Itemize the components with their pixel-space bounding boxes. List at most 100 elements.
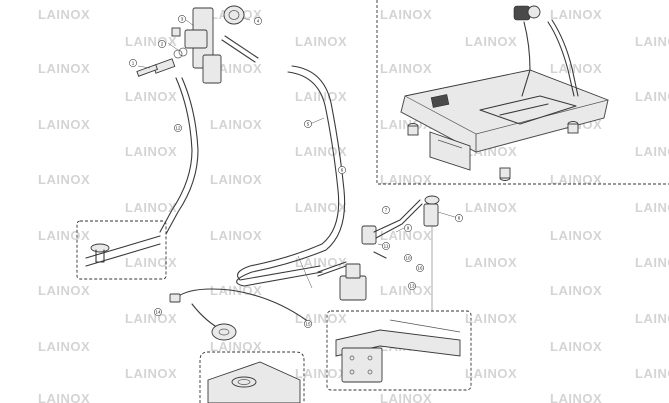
callout-c14: 14 — [154, 308, 162, 316]
callout-label: 1 — [132, 61, 135, 66]
watermark-text: LAINOX — [125, 89, 177, 104]
watermark-text: LAINOX — [210, 339, 262, 354]
callout-label: 14 — [155, 310, 161, 315]
watermark-text: LAINOX — [380, 391, 432, 403]
watermark-text: LAINOX — [38, 61, 90, 76]
callout-c7: 7 — [382, 206, 390, 214]
callout-c3: 3 — [178, 15, 186, 23]
watermark-text: LAINOX — [295, 366, 347, 381]
callout-c8: 8 — [455, 214, 463, 222]
callout-label: 9 — [407, 226, 410, 231]
watermark-text: LAINOX — [210, 117, 262, 132]
watermark-text: LAINOX — [380, 61, 432, 76]
watermark-text: LAINOX — [635, 200, 669, 215]
watermark-text: LAINOX — [550, 7, 602, 22]
hose-loop — [237, 71, 340, 281]
left-detail-parts — [85, 235, 161, 267]
callout-label: 7 — [385, 208, 388, 213]
callout-label: 8 — [458, 216, 461, 221]
callout-label: 10 — [405, 256, 411, 261]
callout-c10: 10 — [404, 254, 412, 262]
watermark-text: LAINOX — [125, 34, 177, 49]
watermark-text: LAINOX — [295, 311, 347, 326]
watermark-text: LAINOX — [38, 391, 90, 403]
callout-label: 4 — [257, 19, 260, 24]
callout-c16: 16 — [416, 264, 424, 272]
watermark-text: LAINOX — [550, 283, 602, 298]
callout-c4: 4 — [254, 17, 262, 25]
watermark-text: LAINOX — [635, 144, 669, 159]
watermark-text: LAINOX — [125, 366, 177, 381]
callout-c2: 2 — [158, 40, 166, 48]
detail-frame-left — [76, 220, 167, 280]
watermark-text: LAINOX — [635, 311, 669, 326]
watermark-text: LAINOX — [380, 228, 432, 243]
detail-frame-bottom-left — [199, 351, 305, 403]
callout-c15: 15 — [304, 320, 312, 328]
watermark-text: LAINOX — [465, 366, 517, 381]
watermark-text: LAINOX — [295, 89, 347, 104]
callout-label: 16 — [417, 266, 423, 271]
bottom-left-detail-parts — [207, 361, 301, 403]
callout-label: 6 — [341, 168, 344, 173]
watermark-text: LAINOX — [38, 339, 90, 354]
hose-loop-outer — [236, 65, 346, 287]
leader-lines — [137, 17, 459, 311]
watermark-text: LAINOX — [38, 283, 90, 298]
watermark-text: LAINOX — [465, 34, 517, 49]
callout-c13: 13 — [408, 282, 416, 290]
callout-label: 13 — [409, 284, 415, 289]
watermark-text: LAINOX — [465, 255, 517, 270]
watermark-text: LAINOX — [210, 61, 262, 76]
watermark-text: LAINOX — [635, 366, 669, 381]
watermark-text: LAINOX — [465, 200, 517, 215]
watermark-text: LAINOX — [125, 255, 177, 270]
watermark-text: LAINOX — [550, 61, 602, 76]
watermark-text: LAINOX — [295, 200, 347, 215]
watermark-text: LAINOX — [635, 255, 669, 270]
watermark-text: LAINOX — [295, 255, 347, 270]
watermark-text: LAINOX — [125, 311, 177, 326]
callout-label: 3 — [181, 17, 184, 22]
watermark-text: LAINOX — [210, 228, 262, 243]
watermark-text: LAINOX — [465, 311, 517, 326]
watermark-text: LAINOX — [635, 89, 669, 104]
watermark-text: LAINOX — [125, 200, 177, 215]
watermark-text: LAINOX — [210, 172, 262, 187]
callout-label: 5 — [307, 122, 310, 127]
watermark-text: LAINOX — [38, 117, 90, 132]
watermark-text: LAINOX — [550, 228, 602, 243]
watermark-text: LAINOX — [38, 7, 90, 22]
callout-label: 11 — [384, 244, 389, 249]
bottom-right-detail-parts — [335, 319, 461, 383]
detail-frame-assembly — [376, 0, 669, 185]
oven-base-assembly — [400, 5, 609, 181]
callout-label: 15 — [305, 322, 311, 327]
watermark-text: LAINOX — [635, 34, 669, 49]
watermark-text: LAINOX — [38, 172, 90, 187]
watermark-text: LAINOX — [380, 7, 432, 22]
callout-c11: 11 — [382, 242, 390, 250]
callout-c1: 1 — [129, 59, 137, 67]
watermark-text: LAINOX — [295, 34, 347, 49]
callout-c12: 12 — [174, 124, 182, 132]
watermark-text: LAINOX — [38, 228, 90, 243]
watermark-text: LAINOX — [550, 339, 602, 354]
watermark-text: LAINOX — [550, 391, 602, 403]
solenoid-valve — [317, 195, 440, 301]
watermark-text: LAINOX — [550, 172, 602, 187]
detail-frame-bottom-right — [326, 310, 472, 391]
hose-left — [159, 77, 193, 233]
watermark-text: LAINOX — [380, 172, 432, 187]
callout-c6: 6 — [338, 166, 346, 174]
callout-c5: 5 — [304, 120, 312, 128]
callout-label: 12 — [175, 126, 181, 131]
watermark-text: LAINOX — [380, 283, 432, 298]
callout-c9: 9 — [404, 224, 412, 232]
capillary-sensor — [169, 288, 307, 341]
valve-cluster — [136, 5, 259, 84]
hose-left-outer — [165, 77, 199, 235]
watermark-text: LAINOX — [125, 144, 177, 159]
